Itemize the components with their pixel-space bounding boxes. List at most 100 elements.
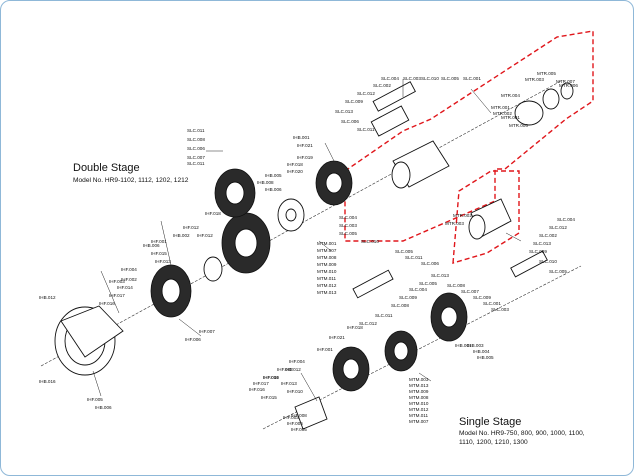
part-label: SLC.008 (187, 137, 205, 142)
part-label: IHF.003 (109, 279, 125, 284)
part-label: MTR.002 (453, 213, 472, 218)
part-label: MTM.009 (317, 262, 337, 267)
part-label: SLC.007 (461, 289, 479, 294)
part-label: SLC.005 (419, 281, 437, 286)
part-label: MTR.005 (537, 71, 556, 76)
impeller-lower (150, 264, 192, 318)
part-label: MTM.011 (409, 413, 429, 418)
part-label: IHF.019 (297, 155, 313, 160)
part-label: MTM.013 (317, 290, 337, 295)
part-label: SLC.009 (529, 249, 547, 254)
part-label: SLC.005 (339, 231, 357, 236)
part-label: IHF.002 (277, 367, 293, 372)
part-label: IHF.013 (281, 381, 297, 386)
part-label: MTR.004 (501, 93, 520, 98)
motor-highlight-outline-lower (452, 170, 520, 264)
motor-highlight-outline (344, 30, 594, 242)
part-label: SLC.004 (381, 76, 399, 81)
part-label: SLC.004 (409, 287, 427, 292)
part-label: SLC.005 (395, 249, 413, 254)
silencer-pipe-double (352, 81, 416, 299)
motor-body-double (370, 105, 450, 189)
part-label: SLC.005 (441, 76, 459, 81)
part-label: IHF.003 (283, 415, 299, 420)
part-label: SLC.013 (335, 109, 353, 114)
part-label: MTR.001 (501, 115, 520, 120)
impeller-single (430, 292, 468, 342)
part-label: IHB.001 (455, 343, 472, 348)
single-stage-model-line2: 1110, 1200, 1210, 1300 (459, 439, 528, 446)
part-label: IHF.006 (185, 337, 201, 342)
part-label: MTM.013 (409, 383, 429, 388)
part-label: IHF.020 (287, 169, 303, 174)
part-label: MTR.006 (509, 123, 528, 128)
part-label: IHF.006 (287, 421, 303, 426)
part-label: IHF.009 (263, 375, 279, 380)
part-label: MTM.011 (317, 276, 337, 281)
motor-fan-cover (514, 82, 574, 126)
part-label: SLC.009 (345, 99, 363, 104)
part-label: IHF.002 (121, 277, 137, 282)
part-label: MTM.009 (409, 389, 429, 394)
single-stage-model-line1: Model No. HR9-750, 800, 900, 1000, 1100, (459, 430, 585, 437)
part-label: IHF.005 (291, 427, 307, 432)
part-label: SLC.003 (339, 223, 357, 228)
part-label: IHF.004 (289, 359, 305, 364)
part-label: IHB.008 (257, 180, 274, 185)
part-label: SLC.002 (373, 83, 391, 88)
impeller-single-lower (384, 330, 418, 372)
part-label: MTM.010 (409, 401, 429, 406)
part-label: IHF.015 (151, 251, 167, 256)
part-label: SLC.011 (357, 127, 375, 132)
part-label: IHB.005 (477, 355, 494, 360)
part-label: MTR.003 (445, 221, 464, 226)
part-label: SLC.006 (187, 146, 205, 151)
part-label: MTM.008 (409, 395, 429, 400)
part-label: IHF.017 (253, 381, 269, 386)
part-label: IHF.017 (109, 293, 125, 298)
part-label: SLC.002 (539, 233, 557, 238)
part-label: IHB.012 (39, 295, 56, 300)
motor-body-single (468, 198, 512, 240)
part-label: SLC.003 (491, 307, 509, 312)
front-cover-single (294, 396, 328, 430)
part-label: SLC.011 (187, 128, 205, 133)
part-label: SLC.007 (187, 155, 205, 160)
part-label: MTM.010 (317, 269, 337, 274)
part-label: SLC.001 (483, 301, 501, 306)
part-label: SLC.008 (391, 303, 409, 308)
part-label: IHB.003 (467, 343, 484, 348)
part-label: IHB.005 (265, 173, 282, 178)
part-label: MTR.002 (493, 111, 512, 116)
part-label: MTR.006 (559, 83, 578, 88)
part-label: IHF.018 (287, 162, 303, 167)
part-label: IHB.006 (143, 243, 160, 248)
part-label: SLC.012 (549, 225, 567, 230)
part-label: IHF.010 (287, 389, 303, 394)
part-label: IHF.004 (121, 267, 137, 272)
part-label: IHF.015 (261, 395, 277, 400)
part-label: SLC.004 (557, 217, 575, 222)
part-label: SLC.011 (405, 255, 423, 260)
part-label: MTM.007 (409, 419, 429, 424)
part-label: MTR.007 (556, 79, 575, 84)
part-label: IHF.012 (197, 233, 213, 238)
part-label: MTR.003 (525, 77, 544, 82)
part-label: IHF.021 (329, 335, 345, 340)
part-label: MTR.001 (491, 105, 510, 110)
part-label: SLC.005 (549, 269, 567, 274)
part-label: MTM.008 (317, 255, 337, 260)
part-label: SLC.010 (361, 239, 379, 244)
hub-disc-lower (203, 256, 223, 282)
part-label: MTM.007 (317, 248, 337, 253)
part-label: IHB.006 (95, 405, 112, 410)
part-label: IHF.008 (291, 413, 307, 418)
part-label: IHF.001 (151, 239, 167, 244)
part-label: IHF.014 (117, 285, 133, 290)
part-label: IHB.016 (39, 379, 56, 384)
part-label: SLC.004 (339, 215, 357, 220)
part-label: SLC.009 (473, 295, 491, 300)
leader-lines (92, 79, 522, 402)
housing-single (332, 346, 370, 392)
